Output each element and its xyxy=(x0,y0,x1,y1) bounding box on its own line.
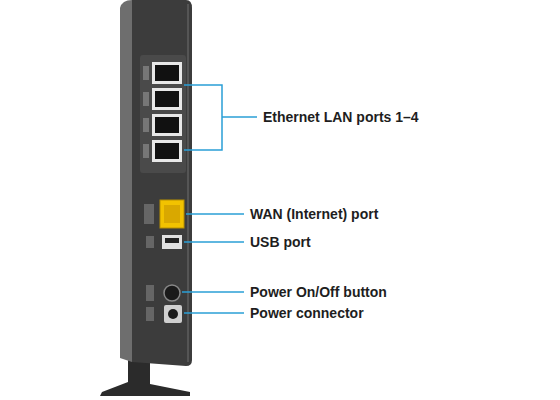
wan-port-inner xyxy=(164,205,180,223)
power-mark xyxy=(146,285,154,301)
wan-mark xyxy=(144,204,154,224)
usb-port-label: USB port xyxy=(250,234,311,250)
power-button xyxy=(164,285,180,301)
dc-mark xyxy=(146,307,154,321)
router-edge-highlight xyxy=(187,4,189,362)
router-side xyxy=(120,0,132,362)
power-button-leader xyxy=(182,291,244,293)
power-connector-hole xyxy=(168,309,178,319)
lan-ports xyxy=(143,62,182,162)
power-connector-label: Power connector xyxy=(250,305,364,321)
lan-ports-label: Ethernet LAN ports 1–4 xyxy=(263,109,419,125)
router-face xyxy=(132,0,192,366)
leader-lines xyxy=(182,85,257,313)
wan-leader xyxy=(186,213,244,215)
lan-leader xyxy=(222,116,257,118)
usb-mark xyxy=(146,236,154,248)
lan-bracket xyxy=(184,85,222,150)
power-connector xyxy=(164,305,182,323)
wan-port-label: WAN (Internet) port xyxy=(250,206,378,222)
wan-port xyxy=(160,200,184,228)
power-connector-leader xyxy=(184,312,244,314)
power-button-label: Power On/Off button xyxy=(250,284,387,300)
usb-leader xyxy=(184,241,244,243)
usb-port-inner xyxy=(165,238,179,243)
lan-panel xyxy=(140,55,186,173)
usb-port xyxy=(162,235,182,249)
